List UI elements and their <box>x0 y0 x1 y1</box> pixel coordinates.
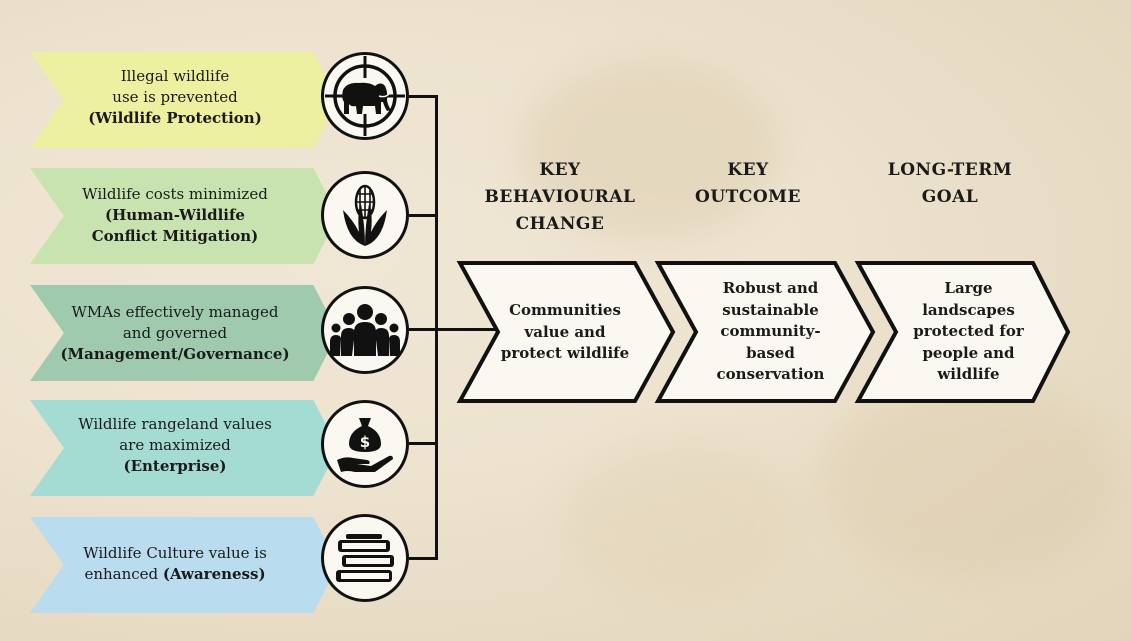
pillar-category: (Management/Governance) <box>60 345 290 363</box>
connector-to-behaviour <box>435 328 499 331</box>
money-bag-hand-icon: $ <box>321 400 409 488</box>
pillar-line: use is prevented <box>112 88 238 106</box>
pillar-category: (Human-Wildlife <box>105 206 245 224</box>
pillar-banner <box>30 285 338 381</box>
pillar-line: WMAs effectively managed <box>71 303 279 321</box>
background-blob <box>820 380 1120 580</box>
svg-text:$: $ <box>360 433 370 451</box>
pillar-line: Wildlife costs minimized <box>82 185 268 203</box>
chevron-goal <box>854 261 1071 403</box>
heading-long-term-goal: LONG-TERM GOAL <box>887 160 1013 207</box>
heading-key-outcome: KEY OUTCOME <box>695 160 801 207</box>
heading-key-behavioural-change: KEY BEHAVIOURAL CHANGE <box>484 160 636 234</box>
connector-vertical-bus <box>435 95 438 560</box>
elephant-crosshair-icon <box>321 52 409 140</box>
connector-line <box>409 214 437 217</box>
books-icon <box>321 514 409 602</box>
pillar-banner <box>30 168 338 264</box>
pillar-line: Wildlife rangeland values <box>78 415 272 433</box>
connector-line <box>409 442 437 445</box>
pillar-line: are maximized <box>119 436 231 454</box>
background-blob <box>520 60 780 240</box>
community-group-icon <box>321 286 409 374</box>
pillar-banner <box>30 400 338 496</box>
pillar-label: Wildlife rangeland values are maximized … <box>40 414 310 477</box>
pillar-category: (Enterprise) <box>123 457 227 475</box>
pillar-line: and governed <box>122 324 228 342</box>
pillar-label: Wildlife costs minimized (Human-Wildlife… <box>40 184 310 247</box>
pillar-line: Wildlife Culture value is <box>83 544 267 562</box>
connector-line <box>409 95 437 98</box>
chevron-behaviour <box>456 261 676 403</box>
chevron-outcome <box>654 261 876 403</box>
pillar-category: (Wildlife Protection) <box>88 109 262 127</box>
pillar-banner <box>30 517 338 613</box>
chevron-outcome-text: Robust and sustainable community- based … <box>716 279 825 383</box>
chevron-behaviour-text: Communities value and protect wildlife <box>500 301 630 362</box>
chevron-goal-text: Large landscapes protected for people an… <box>913 279 1024 383</box>
pillar-line: enhanced <box>84 565 159 583</box>
pillar-line: Illegal wildlife <box>120 67 230 85</box>
pillar-category: Conflict Mitigation) <box>91 227 259 245</box>
connector-line <box>409 557 437 560</box>
chevron-flow <box>456 261 1071 403</box>
pillar-label: Wildlife Culture value is enhanced (Awar… <box>40 543 310 585</box>
pillar-banner <box>30 52 338 148</box>
pillar-label: Illegal wildlife use is prevented (Wildl… <box>40 66 310 129</box>
pillar-category: (Awareness) <box>162 565 266 583</box>
corn-icon <box>321 171 409 259</box>
pillar-label: WMAs effectively managed and governed (M… <box>40 302 310 365</box>
connector-line <box>409 328 437 331</box>
background-blob <box>560 440 800 600</box>
